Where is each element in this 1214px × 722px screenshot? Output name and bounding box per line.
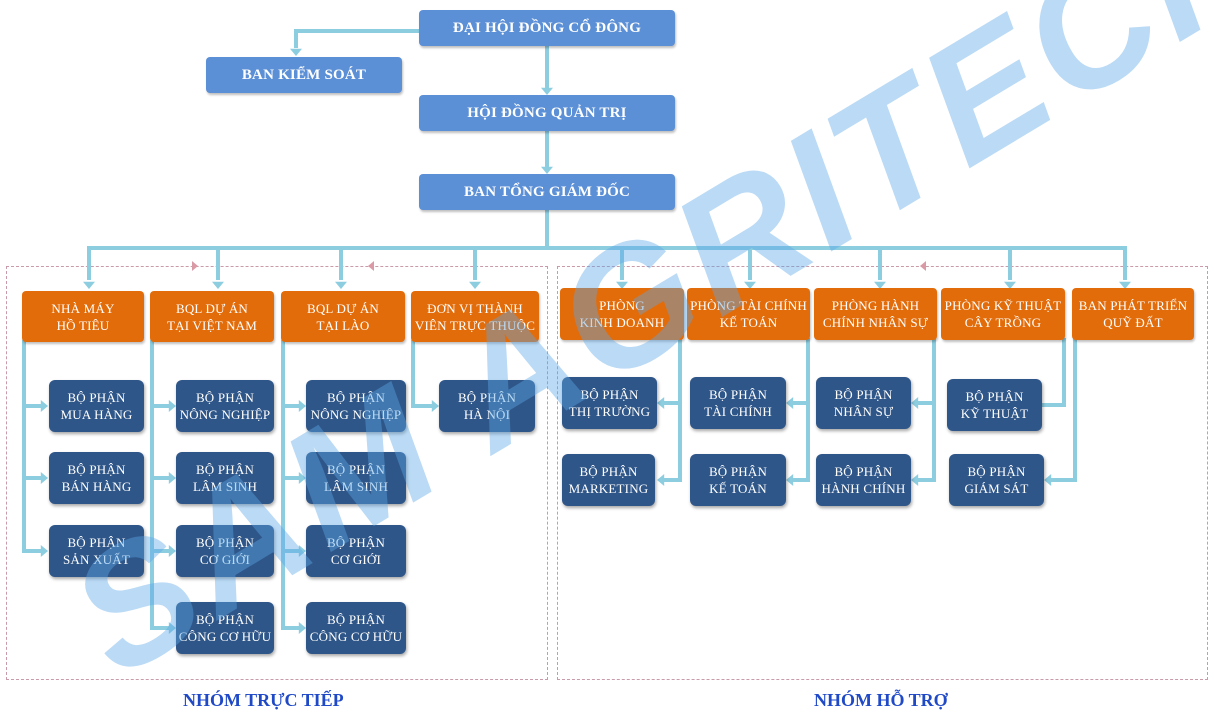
sub-accounting: BỘ PHẬN KẾ TOÁN [690,454,786,506]
sub-production: BỘ PHẬN SẢN XUẤT [49,525,144,577]
sub-finance: BỘ PHẬN TÀI CHÍNH [690,377,786,429]
arrow-32 [40,400,48,412]
arrow-62 [657,474,665,486]
sub-administration: BỘ PHẬN HÀNH CHÍNH [816,454,911,506]
sub-marketing: BỘ PHẬN MARKETING [562,454,655,506]
sub-hanoi: BỘ PHẬN HÀ NỘI [439,380,535,432]
direct-group-label: NHÓM TRỰC TIẾP [183,690,344,710]
arrow-20 [744,281,756,289]
direct-group-frame [6,266,548,680]
sub-market: BỘ PHẬN THỊ TRƯỜNG [562,377,657,429]
supervisory-box: BAN KIỂM SOÁT [206,57,402,93]
arrow-39 [168,400,176,412]
arrow-57 [431,400,439,412]
arrow-52 [298,545,306,557]
arrow-12 [212,281,224,289]
sub-mechanical-laos: BỘ PHẬN CƠ GIỚI [306,525,406,577]
arrow-27 [192,261,198,271]
arrow-48 [298,400,306,412]
arrow-60 [657,397,665,409]
sub-technique: BỘ PHẬN KỸ THUẬT [947,379,1042,431]
sub-supervision: BỘ PHẬN GIÁM SÁT [949,454,1044,506]
support-head-land-fund: BAN PHÁT TRIỂN QUỸ ĐẤT [1072,288,1194,340]
arrow-26 [1119,281,1131,289]
arrow-29 [920,261,926,271]
sub-agriculture-laos: BỘ PHẬN NÔNG NGHIỆP [306,380,406,432]
arrow-67 [786,474,794,486]
arrow-34 [40,472,48,484]
sub-personnel: BỘ PHẬN NHÂN SỰ [816,377,911,429]
sub-mechanical-vn: BỘ PHẬN CƠ GIỚI [176,525,274,577]
arrow-77 [1044,474,1052,486]
arrow-1 [541,87,553,95]
arrow-50 [298,472,306,484]
arrow-3 [541,166,553,174]
arrow-36 [40,545,48,557]
sub-sales: BỘ PHẬN BÁN HÀNG [49,452,144,504]
sub-organic-laos: BỘ PHẬN CÔNG CƠ HỮU [306,602,406,654]
arrow-54 [298,622,306,634]
board-box: HỘI ĐỒNG QUẢN TRỊ [419,95,675,131]
arrow-70 [911,397,919,409]
support-group-frame [557,266,1208,680]
sub-forestry-laos: BỘ PHẬN LÂM SINH [306,452,406,504]
sub-agriculture-vn: BỘ PHẬN NÔNG NGHIỆP [176,380,274,432]
arrow-24 [1004,281,1016,289]
sub-forestry-vn: BỘ PHẬN LÂM SINH [176,452,274,504]
arrow-72 [911,474,919,486]
arrow-10 [83,281,95,289]
shareholders-box: ĐẠI HỘI ĐỒNG CỔ ĐÔNG [419,10,675,46]
arrow-41 [168,472,176,484]
direct-head-member-unit: ĐƠN VỊ THÀNH VIÊN TRỰC THUỘC [411,291,539,342]
sub-purchasing: BỘ PHẬN MUA HÀNG [49,380,144,432]
sub-organic-vn: BỘ PHẬN CÔNG CƠ HỮU [176,602,274,654]
direct-head-project-vietnam: BQL DỰ ÁN TẠI VIỆT NAM [150,291,274,342]
arrow-65 [786,397,794,409]
arrow-28 [368,261,374,271]
support-head-hr: PHÒNG HÀNH CHÍNH NHÂN SỰ [814,288,937,340]
arrow-43 [168,545,176,557]
support-head-finance: PHÒNG TÀI CHÍNH KẾ TOÁN [687,288,810,340]
arrow-14 [335,281,347,289]
arrow-16 [469,281,481,289]
arrow-22 [874,281,886,289]
arrow-6 [290,48,302,56]
support-group-label: NHÓM HỖ TRỢ [814,690,948,710]
support-head-business: PHÒNG KINH DOANH [560,288,684,340]
arrow-45 [168,622,176,634]
direct-head-pepper-factory: NHÀ MÁY HỒ TIÊU [22,291,144,342]
support-head-technical: PHÒNG KỸ THUẬT CÂY TRỒNG [941,288,1065,340]
direct-head-project-laos: BQL DỰ ÁN TẠI LÀO [281,291,405,342]
arrow-18 [616,281,628,289]
ceo-box: BAN TỔNG GIÁM ĐỐC [419,174,675,210]
